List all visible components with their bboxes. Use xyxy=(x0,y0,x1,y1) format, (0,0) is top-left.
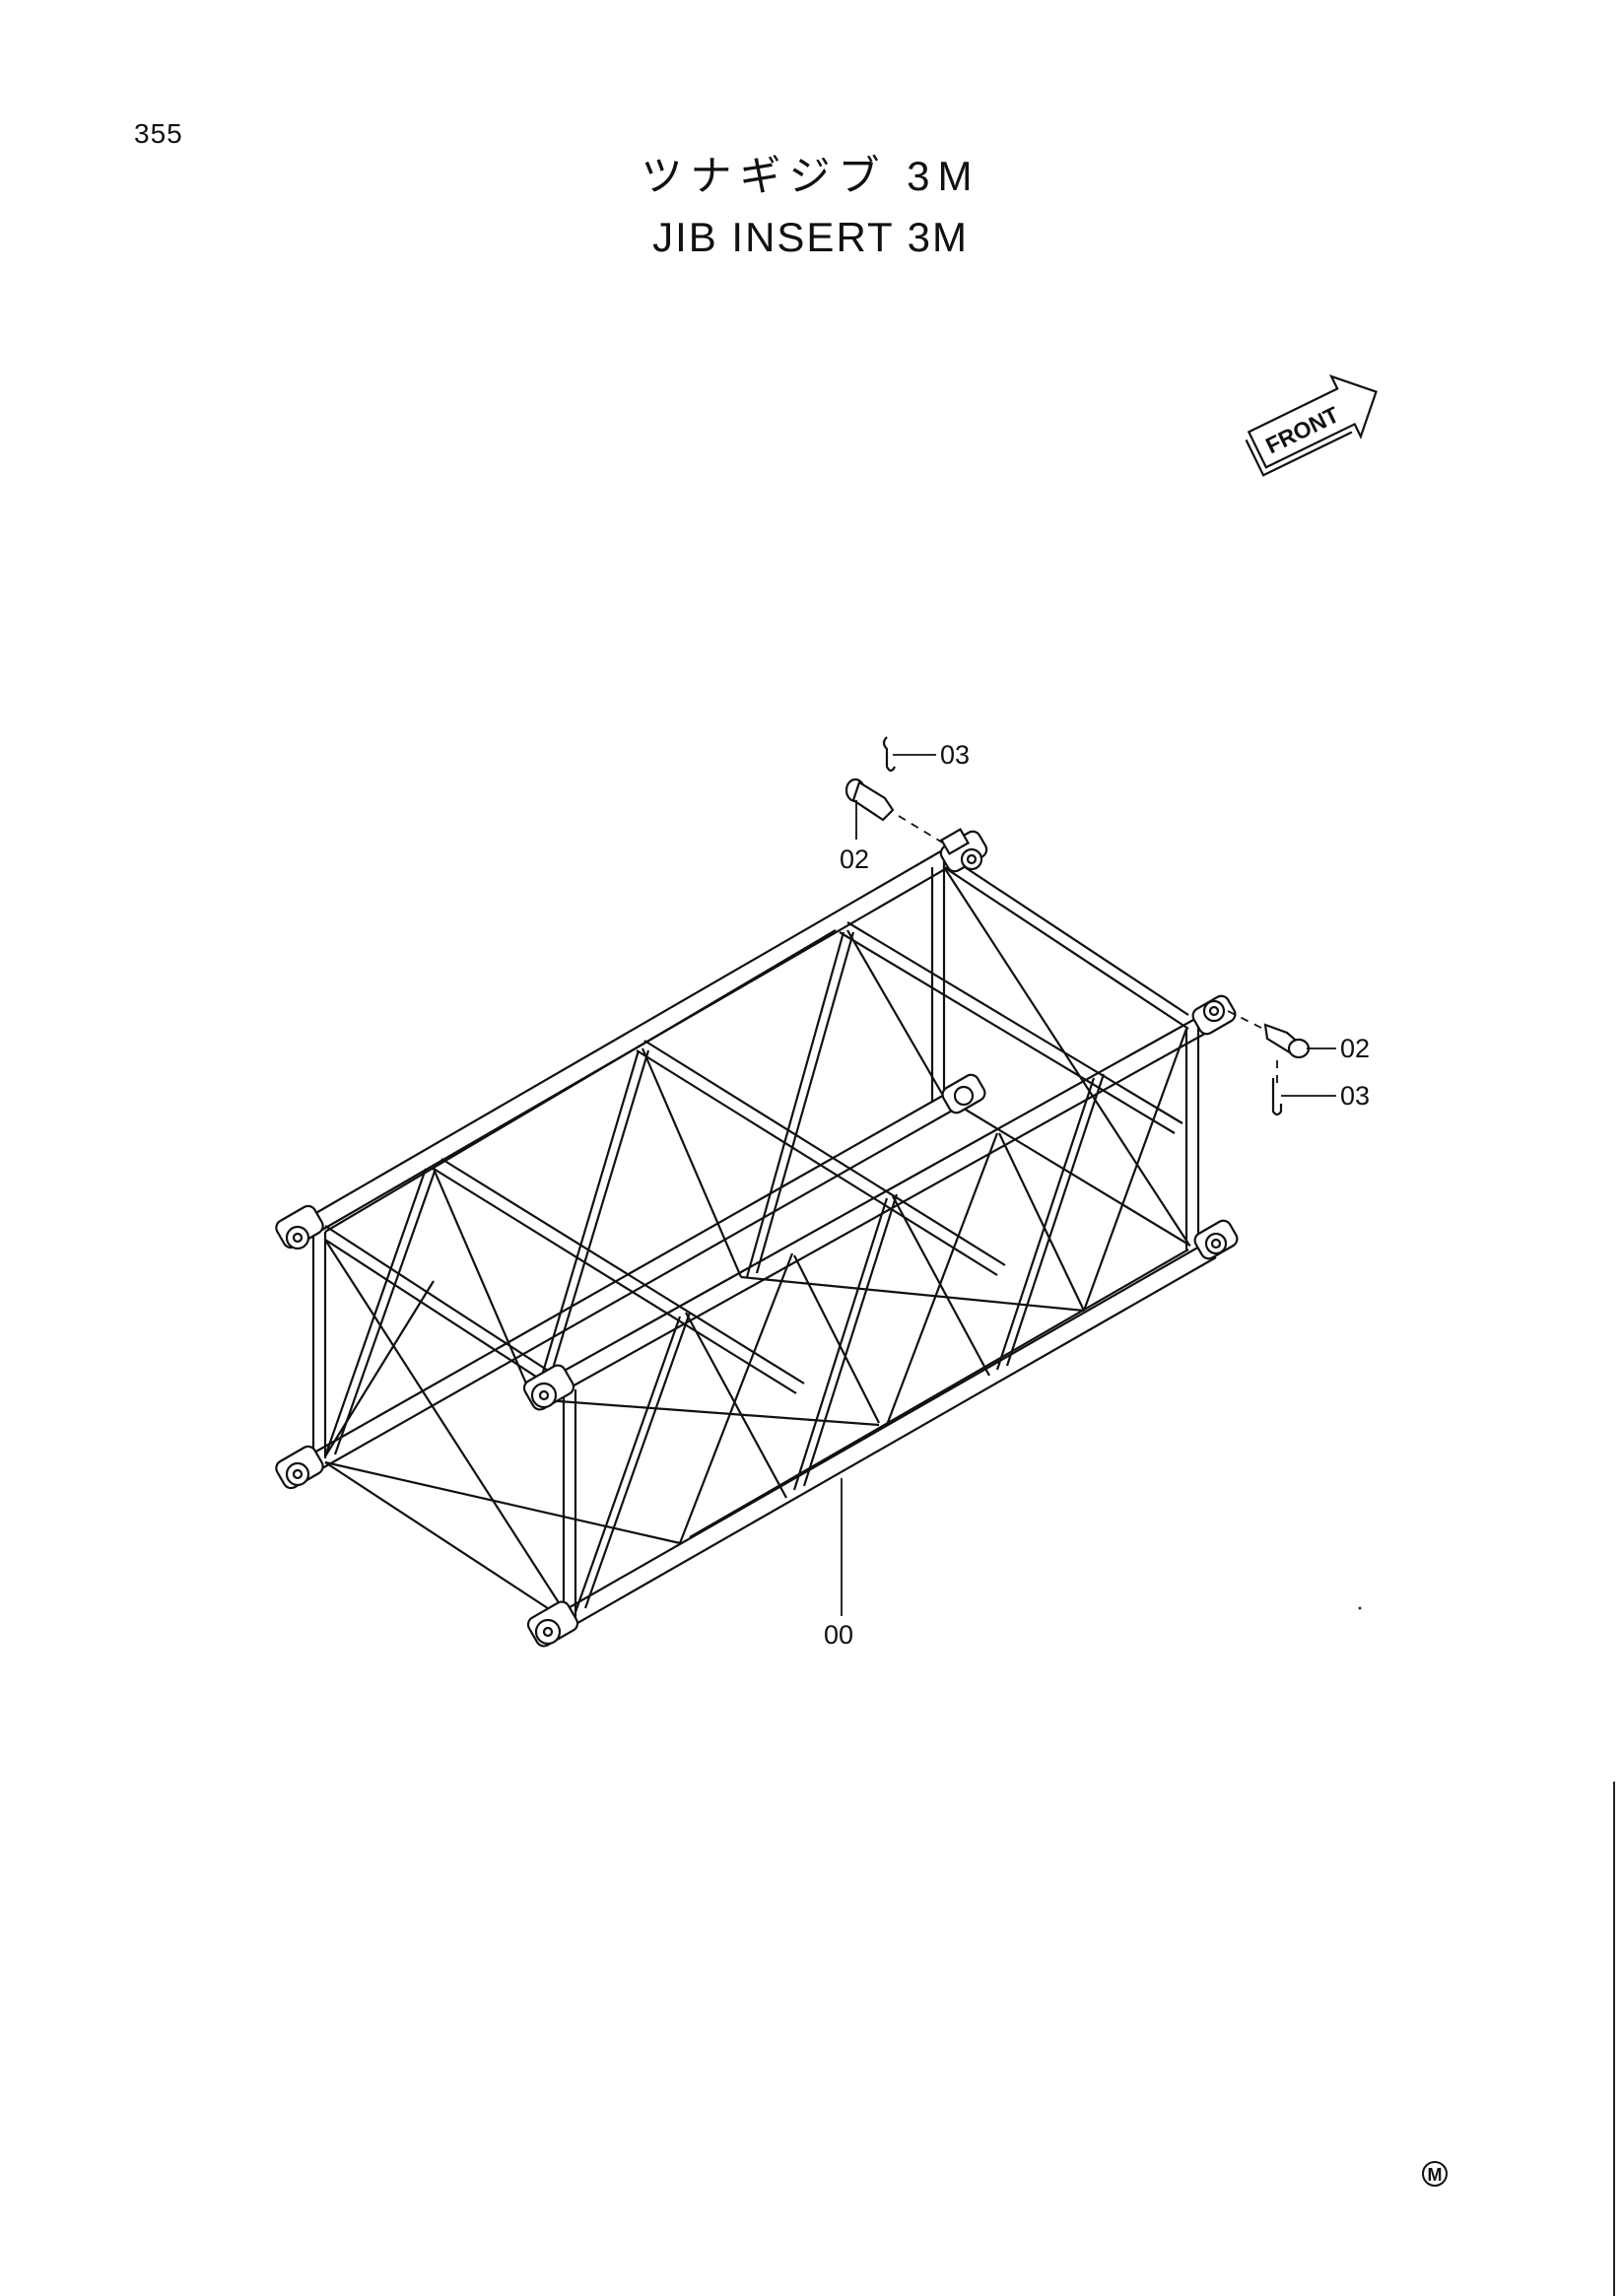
title-english: JIB INSERT 3M xyxy=(652,214,969,260)
callout-03-right: 03 xyxy=(1340,1081,1370,1111)
callout-02-top: 02 xyxy=(840,844,869,874)
bottom-chord-back xyxy=(306,1093,955,1473)
front-arrow: FRONT xyxy=(1245,374,1378,477)
connector-lug-top-back xyxy=(939,828,988,873)
connector-lug-top-front xyxy=(522,1364,575,1411)
stray-dot xyxy=(1358,1606,1362,1610)
lattice-frame xyxy=(275,828,1239,1648)
connector-lug-top-right xyxy=(1191,994,1237,1036)
callout-02-right: 02 xyxy=(1340,1034,1370,1063)
title-japanese: ツナギジブ 3M xyxy=(641,153,980,199)
top-chord-back xyxy=(306,848,953,1235)
clip-top xyxy=(855,736,936,840)
end-cross-members xyxy=(324,852,1191,1617)
page-number: 355 xyxy=(134,118,183,149)
end-verticals xyxy=(311,861,1200,1618)
pin-top xyxy=(844,777,945,844)
bottom-lacing xyxy=(324,1249,1189,1545)
connector-lug-bottom-left xyxy=(275,1445,324,1490)
connector-lug-bottom-back xyxy=(941,1073,986,1114)
back-side-lacing xyxy=(323,929,943,1457)
callout-03-top: 03 xyxy=(940,740,970,770)
page-edge-line xyxy=(1613,1782,1615,2296)
connector-lug-top-left xyxy=(275,1204,324,1250)
top-lacing xyxy=(324,921,1183,1394)
callout-00: 00 xyxy=(824,1620,853,1650)
connector-lug-bottom-right xyxy=(1193,1219,1239,1260)
bottom-chord-front xyxy=(557,1241,1217,1631)
clip-right xyxy=(1271,1078,1336,1116)
circled-m-mark: M xyxy=(1422,2161,1448,2187)
top-chord-front xyxy=(551,1014,1211,1394)
pin-right xyxy=(1227,1010,1336,1084)
connector-lug-bottom-front xyxy=(526,1600,579,1648)
mark-letter: M xyxy=(1428,2165,1443,2185)
title-block: ツナギジブ 3M JIB INSERT 3M xyxy=(0,146,1621,268)
front-side-lacing xyxy=(574,1073,1106,1613)
